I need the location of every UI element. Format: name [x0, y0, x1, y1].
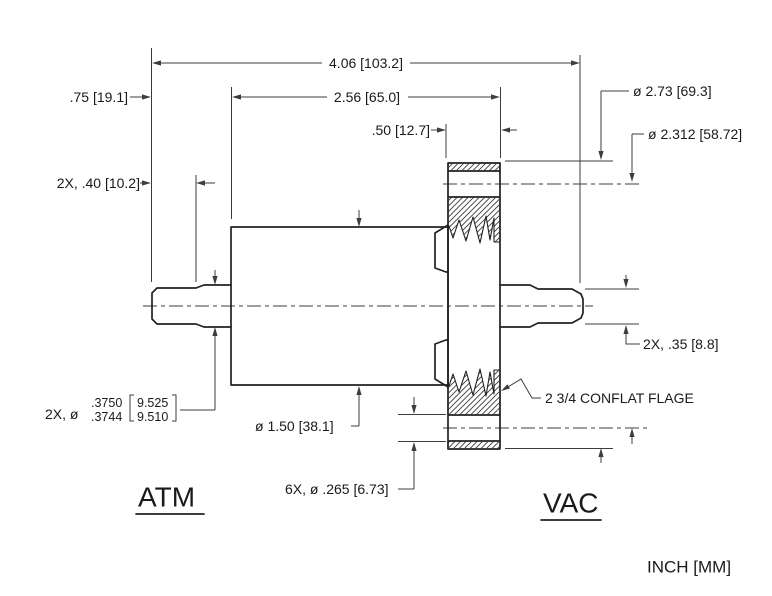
- side-labels: ATM VAC INCH [MM]: [135, 482, 731, 577]
- flange-weld-lip-top: [434, 224, 449, 273]
- dim-body-to-flange: 2.56 [65.0]: [334, 89, 400, 105]
- note-conflat-flange: 2 3/4 CONFLAT FLAGE: [545, 390, 694, 406]
- hatch-knife-edge-top: [447, 196, 501, 244]
- bracket-right: [172, 394, 177, 422]
- vac-shaft-outline: [499, 284, 584, 328]
- journal-fit-mm-lower: 9.510: [137, 410, 168, 424]
- atm-shaft-outline: [151, 284, 232, 328]
- dim-overall-length: 4.06 [103.2]: [329, 55, 403, 71]
- dim-bolt-holes: 6X, ø .265 [6.73]: [285, 481, 389, 497]
- hatch-knife-edge-bottom: [447, 368, 501, 416]
- dimension-texts: 4.06 [103.2] 2.56 [65.0] .50 [12.7] .75 …: [57, 55, 742, 497]
- journal-fit-prefix: 2X, ø: [45, 406, 79, 422]
- hatch-band-top: [447, 162, 501, 172]
- journal-fit-inch-upper: .3750: [91, 396, 122, 410]
- hatch-band-bottom: [447, 440, 501, 450]
- dimension-arrows: [142, 60, 635, 457]
- journal-fit-mm-upper: 9.525: [137, 396, 168, 410]
- dim-flange-thickness: .50 [12.7]: [372, 122, 430, 138]
- journal-fit-inch-lower: .3744: [91, 410, 122, 424]
- dim-journal-fit: 2X, ø .3750 .3744 9.525 9.510: [45, 394, 177, 424]
- section-hatching: [447, 162, 501, 450]
- extension-lines: [151, 48, 639, 449]
- units-note: INCH [MM]: [647, 558, 731, 577]
- dim-atm-stub-length: .75 [19.1]: [70, 89, 128, 105]
- dimension-lines: [130, 62, 644, 490]
- dim-body-dia: ø 1.50 [38.1]: [255, 418, 334, 434]
- dim-bolt-circle: ø 2.312 [58.72]: [648, 126, 742, 142]
- dim-flange-od: ø 2.73 [69.3]: [633, 83, 712, 99]
- label-vac: VAC: [543, 488, 599, 519]
- dim-vac-stub: 2X, .35 [8.8]: [643, 336, 719, 352]
- flange-weld-lip-bottom: [434, 339, 449, 388]
- bracket-left: [129, 394, 134, 422]
- label-atm: ATM: [138, 482, 195, 513]
- centerlines: [143, 183, 649, 429]
- dim-journal-length: 2X, .40 [10.2]: [57, 175, 140, 191]
